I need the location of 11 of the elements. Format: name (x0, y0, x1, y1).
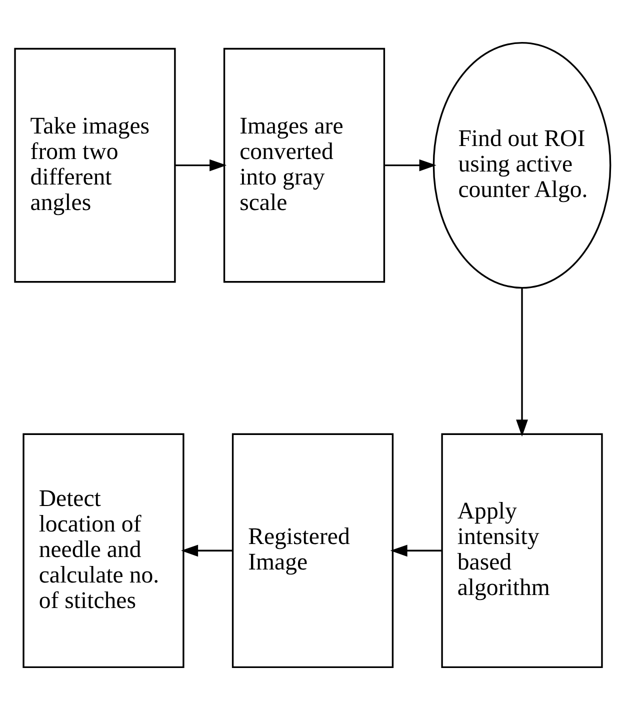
node-box: Apply intensity based algorithm (441, 433, 603, 668)
arrow (390, 544, 442, 557)
node-box: Registered Image (232, 433, 394, 668)
node-ellipse: Find out ROI using active counter Algo. (432, 42, 612, 289)
node-box: Images are converted into gray scale (223, 48, 386, 283)
arrow (385, 159, 436, 172)
node-box: Detect location of needle and calculate no. of stitches (22, 433, 184, 668)
arrow (175, 159, 227, 172)
arrow (516, 288, 528, 437)
arrow (181, 544, 233, 557)
node-box: Take images from two different angles (14, 48, 176, 283)
